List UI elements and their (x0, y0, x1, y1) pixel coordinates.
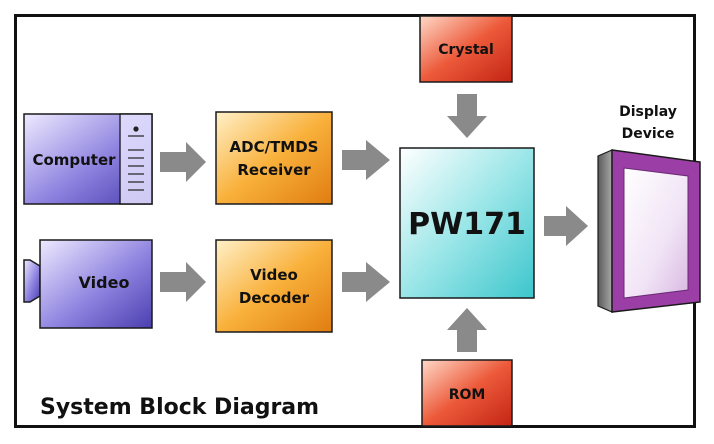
computer-label: Computer (32, 151, 116, 169)
arrow-rom-to-pw171 (447, 308, 487, 352)
computer-tower-icon (128, 126, 144, 191)
rom-label: ROM (449, 387, 486, 403)
crystal-label: Crystal (438, 42, 494, 58)
computer-block: Computer (23, 113, 153, 205)
pw171-label: PW171 (408, 207, 526, 242)
arrow-decoder-to-pw171 (342, 262, 390, 302)
display-device: Display Device (597, 104, 701, 313)
video-decoder-label-line1: Video (250, 266, 298, 284)
video-label: Video (79, 273, 130, 292)
arrow-video-to-decoder (160, 262, 206, 302)
arrow-computer-to-adc (160, 142, 206, 182)
display-label-line2: Device (622, 126, 675, 142)
pw171-block: PW171 (399, 147, 535, 299)
crystal-block: Crystal (419, 15, 513, 83)
adc-tmds-label-line1: ADC/TMDS (230, 138, 319, 156)
rom-block: ROM (421, 359, 513, 427)
adc-tmds-receiver-block: ADC/TMDS Receiver (215, 111, 333, 205)
arrow-crystal-to-pw171 (447, 94, 487, 138)
display-label-line1: Display (619, 104, 677, 120)
adc-tmds-label-line2: Receiver (237, 161, 311, 179)
video-decoder-label-line2: Decoder (239, 289, 310, 307)
arrow-pw171-to-display (544, 206, 588, 246)
arrow-adc-to-pw171 (342, 140, 390, 180)
diagram-title: System Block Diagram (40, 395, 319, 420)
video-block: Video (23, 239, 153, 329)
video-decoder-block: Video Decoder (215, 239, 333, 333)
camera-lens-icon (23, 259, 41, 303)
